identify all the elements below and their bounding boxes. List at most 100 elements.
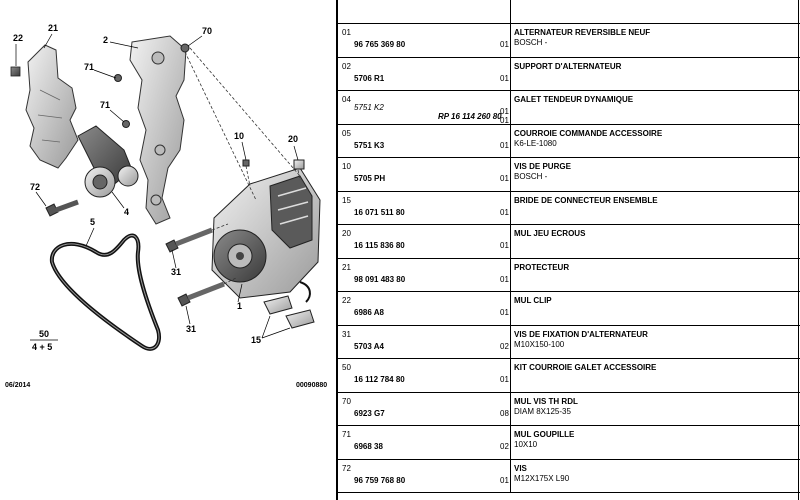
part-number: 16 071 511 80 — [354, 207, 405, 217]
part-ref: 05 — [342, 128, 351, 138]
pin-71a-drawing — [114, 74, 122, 82]
purge-screw-drawing — [242, 159, 250, 167]
callout-31-upper: 31 — [171, 267, 182, 277]
part-description: GALET TENDEUR DYNAMIQUE — [514, 95, 634, 104]
part-description: MUL VIS TH RDL — [514, 396, 578, 406]
diagram-drawing — [10, 33, 321, 351]
part-description: ALTERNATEUR REVERSIBLE NEUF — [514, 28, 651, 37]
diagram-code: 00090880 — [296, 382, 328, 389]
part-detail: M10X150-100 — [514, 339, 565, 349]
part-qty-secondary: 01 — [500, 116, 509, 125]
part-qty: 02 — [500, 341, 509, 351]
callout-70: 70 — [202, 26, 213, 36]
exploded-diagram: 22 21 2 70 71 71 10 20 72 4 5 31 31 1 15… — [0, 0, 338, 500]
part-ref: 70 — [342, 396, 351, 406]
group-label-top: 50 — [39, 329, 50, 339]
part-detail: M12X175X L90 — [514, 473, 570, 483]
callout-4: 4 — [124, 207, 130, 217]
part-detail: 10X10 — [514, 440, 538, 449]
part-ref: 02 — [342, 61, 351, 71]
part-qty: 01 — [500, 375, 509, 384]
part-number: 5705 PH — [354, 174, 386, 183]
part-ref: 01 — [342, 28, 351, 37]
callout-21: 21 — [48, 23, 59, 33]
part-description: SUPPORT D'ALTERNATEUR — [514, 61, 622, 71]
part-number: 5751 K2 — [354, 103, 384, 112]
callout-1: 1 — [237, 301, 243, 311]
replacement-number: RP 16 114 260 80 — [438, 112, 502, 121]
bolt-72-drawing — [45, 199, 79, 217]
part-description: VIS DE FIXATION D'ALTERNATEUR — [514, 329, 648, 339]
callout-15: 15 — [251, 335, 262, 345]
part-description: MUL GOUPILLE — [514, 430, 575, 439]
diagram-date: 06/2014 — [5, 382, 31, 389]
part-ref: 04 — [342, 95, 351, 104]
part-ref: 15 — [342, 195, 351, 205]
part-number: 96 759 768 80 — [354, 475, 406, 485]
part-detail: K6-LE-1080 — [514, 138, 557, 148]
part-ref: 50 — [342, 363, 351, 372]
part-description: COURROIE COMMANDE ACCESSOIRE — [514, 128, 663, 138]
tensioner-pulley-drawing — [77, 125, 139, 198]
part-description: KIT COURROIE GALET ACCESSOIRE — [514, 363, 657, 372]
callout-20: 20 — [288, 134, 299, 144]
screw-70-drawing — [180, 43, 190, 53]
part-number: 5703 A4 — [354, 341, 384, 351]
table-top-row — [338, 0, 800, 24]
alternator-support-drawing — [129, 35, 187, 225]
leader-lines — [15, 33, 299, 339]
part-qty: 01 — [500, 40, 509, 49]
fixing-screw-upper-drawing — [165, 227, 213, 253]
table-right-border — [798, 0, 799, 500]
panel-divider — [336, 0, 338, 500]
part-number: 98 091 483 80 — [354, 274, 406, 284]
part-description: BRIDE DE CONNECTEUR ENSEMBLE — [514, 195, 658, 205]
protector-plate-drawing — [25, 44, 79, 169]
part-qty: 01 — [500, 274, 509, 284]
callout-2: 2 — [103, 35, 109, 45]
belt-drawing — [49, 233, 161, 351]
part-ref: 72 — [342, 463, 351, 473]
part-qty: 01 — [500, 174, 509, 183]
connector-bracket-drawing — [263, 281, 315, 329]
part-number: 16 115 836 80 — [354, 241, 405, 250]
callout-71b: 71 — [100, 100, 111, 110]
callout-5: 5 — [90, 217, 96, 227]
part-number: 5751 K3 — [354, 140, 385, 150]
part-qty: 02 — [500, 442, 509, 451]
part-number: 5706 R1 — [354, 73, 385, 83]
part-ref: 31 — [342, 329, 351, 339]
part-description: VIS DE PURGE — [514, 162, 571, 171]
part-detail: BOSCH - — [514, 172, 548, 181]
callout-22: 22 — [13, 33, 24, 43]
fixing-screw-lower-drawing — [177, 281, 225, 307]
clip-drawing — [10, 66, 21, 77]
part-qty: 01 — [500, 207, 509, 217]
alternator-drawing — [211, 167, 321, 299]
part-ref: 10 — [342, 162, 351, 171]
callout-72: 72 — [30, 182, 41, 192]
part-qty: 01 — [500, 140, 509, 150]
part-ref: 21 — [342, 262, 351, 272]
part-detail: DIAM 8X125-35 — [514, 406, 571, 416]
part-ref: 71 — [342, 430, 351, 439]
part-number: 6923 G7 — [354, 408, 385, 418]
part-ref: 22 — [342, 296, 351, 305]
pin-71b-drawing — [122, 120, 130, 128]
part-description: MUL CLIP — [514, 296, 552, 305]
